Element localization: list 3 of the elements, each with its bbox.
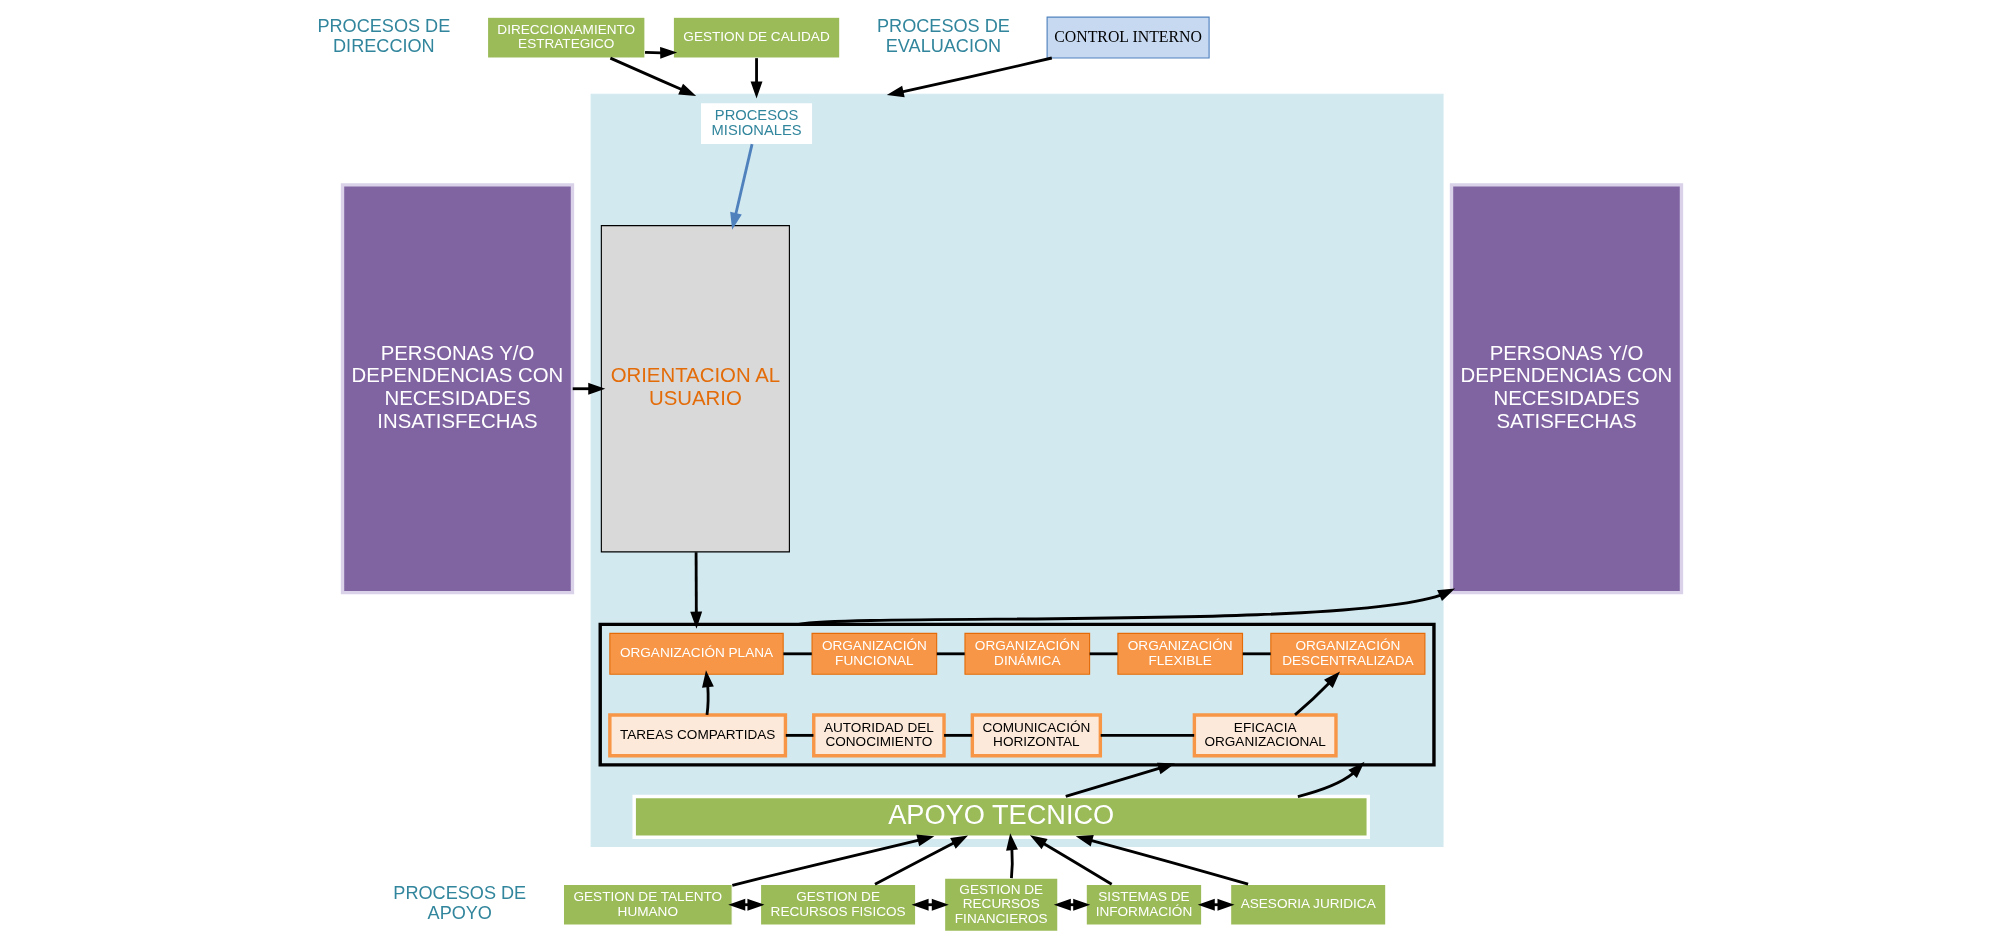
label: PROCESOS DE DIRECCION — [316, 15, 450, 57]
label: PROCESOS DE APOYO — [392, 882, 526, 924]
label: PROCESOS DE EVALUACION — [876, 15, 1010, 57]
